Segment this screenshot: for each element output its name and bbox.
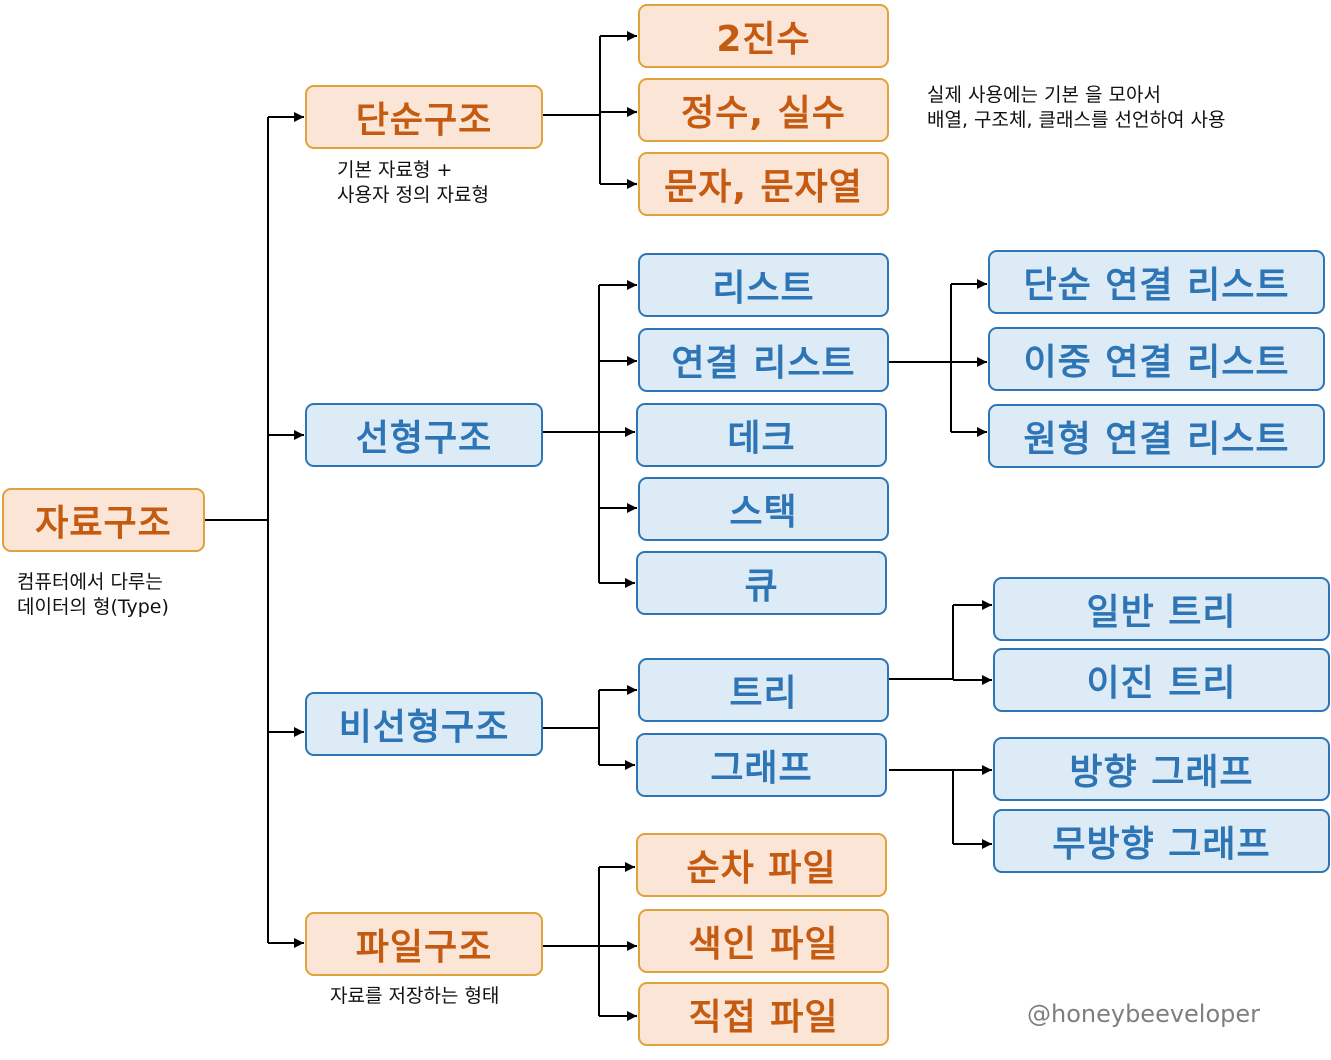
file-note: 자료를 저장하는 형태 (330, 984, 499, 1009)
connector-graph (889, 769, 954, 844)
simple-note-line-1: 기본 자료형 + (337, 159, 453, 181)
node-file-structure: 파일구조 (305, 912, 543, 976)
connector-root (205, 117, 269, 943)
node-graph: 그래프 (636, 733, 887, 797)
node-doubly-linked-list: 이중 연결 리스트 (988, 327, 1325, 391)
node-simple-structure: 단순구조 (305, 85, 543, 149)
simple-note: 기본 자료형 + 사용자 정의 자료형 (337, 158, 489, 208)
watermark: @honeybeeveloper (1027, 1000, 1261, 1028)
connector-nonlinear (543, 690, 600, 765)
node-directed-graph: 방향 그래프 (993, 737, 1330, 801)
node-binary: 2진수 (638, 4, 889, 68)
connector-linear (543, 285, 600, 583)
node-char-string: 문자, 문자열 (638, 152, 889, 216)
simple-side-note: 실제 사용에는 기본 을 모아서 배열, 구조체, 클래스를 선언하여 사용 (927, 83, 1225, 133)
node-nonlinear-structure: 비선형구조 (305, 692, 543, 756)
node-sequential-file: 순차 파일 (636, 833, 887, 897)
node-singly-linked-list: 단순 연결 리스트 (988, 250, 1325, 314)
node-binary-tree: 이진 트리 (993, 648, 1330, 712)
root-note: 컴퓨터에서 다루는 데이터의 형(Type) (17, 570, 169, 620)
node-undirected-graph: 무방향 그래프 (993, 809, 1330, 873)
file-note-line-1: 자료를 저장하는 형태 (330, 985, 500, 1007)
node-circular-linked-list: 원형 연결 리스트 (988, 404, 1325, 468)
node-queue: 큐 (636, 551, 887, 615)
node-data-structure: 자료구조 (2, 488, 205, 552)
simple-side-note-line-2: 배열, 구조체, 클래스를 선언하여 사용 (927, 109, 1226, 131)
node-linked-list: 연결 리스트 (638, 328, 889, 392)
simple-note-line-2: 사용자 정의 자료형 (337, 184, 489, 206)
node-deque: 데크 (636, 403, 887, 467)
root-note-line-2: 데이터의 형(Type) (17, 596, 169, 618)
node-indexed-file: 색인 파일 (638, 909, 889, 973)
simple-side-note-line-1: 실제 사용에는 기본 을 모아서 (927, 84, 1161, 106)
node-linear-structure: 선형구조 (305, 403, 543, 467)
connector-simple (543, 36, 601, 184)
connector-linked-list (889, 284, 952, 432)
connector-tree (889, 605, 954, 680)
connector-file (543, 867, 600, 1016)
node-integer-real: 정수, 실수 (638, 78, 889, 142)
node-list: 리스트 (638, 253, 889, 317)
node-general-tree: 일반 트리 (993, 577, 1330, 641)
root-note-line-1: 컴퓨터에서 다루는 (17, 571, 163, 593)
node-direct-file: 직접 파일 (638, 982, 889, 1046)
node-tree: 트리 (638, 658, 889, 722)
node-stack: 스택 (638, 477, 889, 541)
